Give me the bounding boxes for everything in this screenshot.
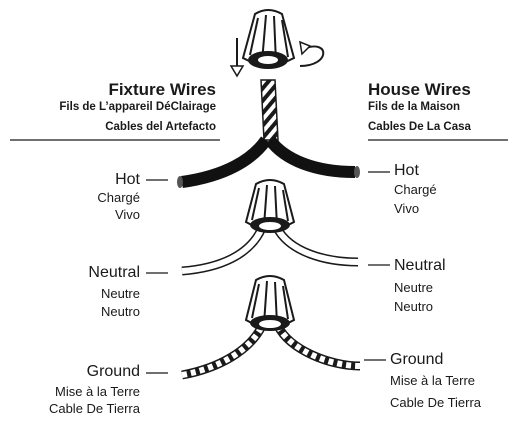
wire-connector-neutral [244, 179, 296, 233]
neutral-left-fr: Neutre [100, 286, 140, 301]
neutral-right-fr: Neutre [394, 280, 434, 295]
push-down-arrow-icon [229, 38, 245, 78]
neutral-left-label: Neutral [88, 264, 140, 281]
fixture-title: Fixture Wires [108, 80, 216, 99]
neutral-left-es: Neutro [100, 304, 140, 319]
ground-left-label: Ground [86, 363, 140, 380]
ground-right-fr: Mise à la Terre [390, 373, 476, 388]
ground-wires [181, 323, 361, 380]
hot-left-es: Vivo [114, 207, 140, 222]
hot-right-es: Vivo [394, 201, 420, 216]
ground-left-fr: Mise à la Terre [54, 384, 140, 399]
house-title: House Wires [368, 80, 471, 99]
hot-left-fr: Chargé [97, 190, 140, 205]
ground-right-label: Ground [390, 351, 444, 368]
fixture-subtitle-fr: Fils de L’appareil DéClairage [59, 101, 216, 113]
neutral-wires [181, 225, 359, 276]
neutral-right-es: Neutro [394, 299, 434, 314]
ground-right-es: Cable De Tierra [390, 395, 482, 410]
fixture-subtitle-es: Cables del Artefacto [105, 121, 216, 133]
wire-connector-ground [244, 275, 296, 331]
wire-connector-top [241, 9, 296, 69]
hot-wires [177, 136, 360, 188]
ground-left-es: Cable De Tierra [48, 401, 140, 416]
twist-clockwise-arrow-icon [299, 40, 325, 67]
neutral-right-label: Neutral [394, 257, 446, 274]
house-subtitle-fr: Fils de la Maison [368, 101, 461, 113]
hot-right-fr: Chargé [394, 182, 437, 197]
house-subtitle-es: Cables De La Casa [368, 121, 471, 133]
hot-left-label: Hot [115, 171, 140, 188]
twisted-wires [260, 79, 279, 141]
hot-right-label: Hot [394, 162, 419, 179]
